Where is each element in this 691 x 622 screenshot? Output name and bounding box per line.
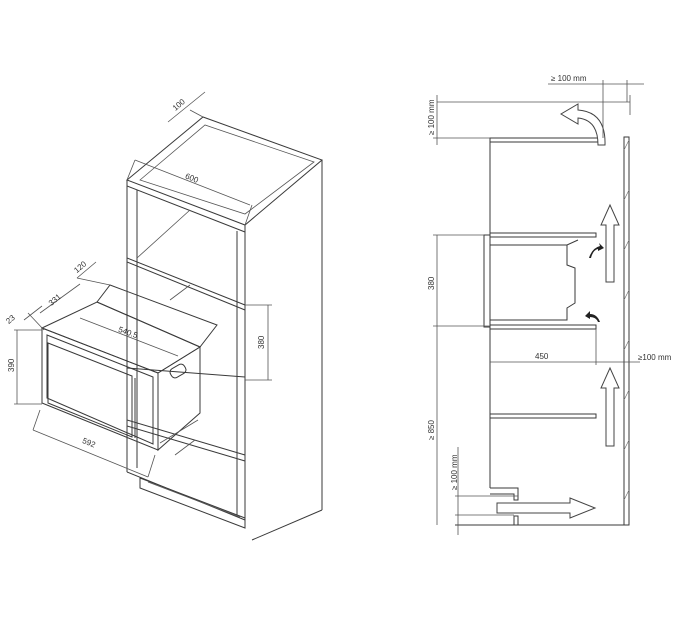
side-section [455,136,630,526]
dim-850: ≥ 850 [427,419,436,440]
cabinet-isometric [126,116,323,541]
small-curved-arrow-icon [589,243,604,258]
right-arrow-icon [496,497,597,519]
dim-top-clearance: ≥ 100 mm [551,74,587,83]
dim-rear-gap: ≥100 mm [638,353,672,362]
dim-120: 120 [72,259,88,275]
up-arrow-icon [600,366,620,447]
left-dimensions: 100 600 120 331 23 540.5 390 380 592 [4,91,272,478]
airflow-arrows [496,103,620,519]
dim-390: 390 [7,358,16,372]
right-dimensions: ≥ 100 mm ≥ 100 mm 380 ≥ 850 450 ≥100 mm … [427,74,672,535]
dim-23: 23 [4,313,17,326]
microwave-isometric [40,284,218,452]
dim-niche-380: 380 [427,276,436,290]
dim-450: 450 [535,352,549,361]
small-curved-arrow-icon [585,311,600,322]
dim-540-5: 540.5 [117,325,139,340]
curved-arrow-top-icon [560,103,606,146]
up-arrow-icon [600,203,620,283]
dim-top-gap: ≥ 100 mm [427,99,436,135]
dim-380: 380 [257,335,266,349]
dim-600: 600 [184,171,200,185]
dim-bottom-gap: ≥ 100 mm [450,454,459,490]
dim-331: 331 [47,292,63,308]
dim-592: 592 [81,436,97,450]
dim-100: 100 [171,97,187,113]
